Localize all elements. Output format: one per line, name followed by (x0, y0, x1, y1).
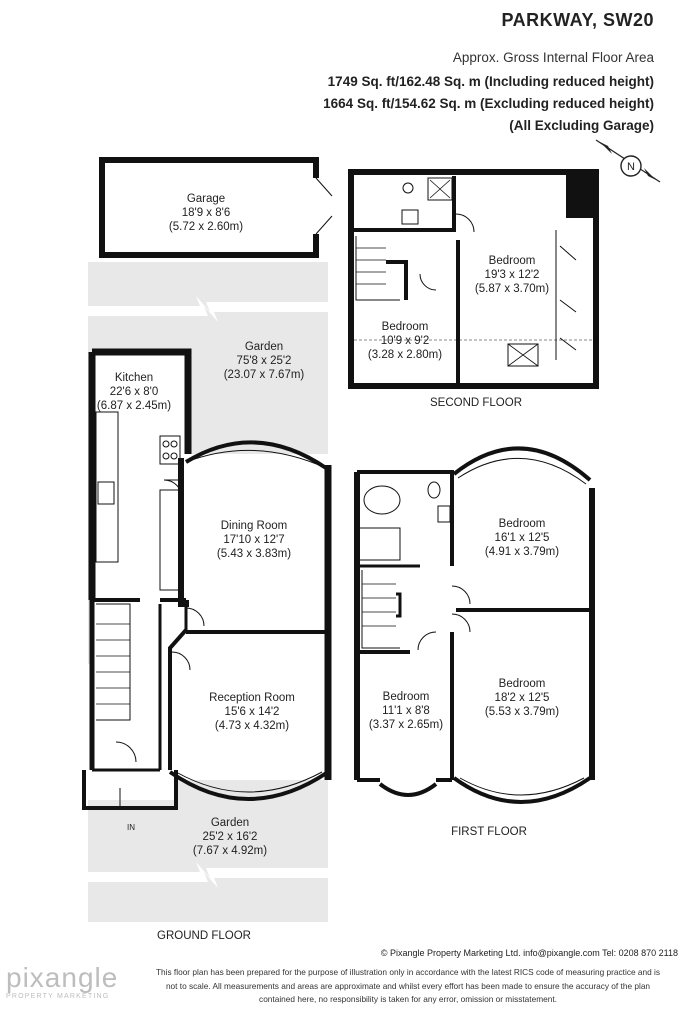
first-floor-label: FIRST FLOOR (451, 826, 527, 838)
kitchen-metric: (6.87 x 2.45m) (97, 400, 171, 412)
ff-bedroom-rear-metric: (4.91 x 3.79m) (485, 546, 559, 558)
compass: N (595, 139, 661, 183)
footer-disclaimer: This floor plan has been prepared for th… (138, 966, 678, 1007)
ff-bedroom-rear-name: Bedroom (499, 518, 546, 530)
garage (99, 157, 333, 258)
disclaimer-line-1: This floor plan has been prepared for th… (155, 967, 661, 977)
disclaimer-line-2: not to scale. All measurements and areas… (165, 980, 651, 991)
reception-metric: (4.73 x 4.32m) (215, 720, 289, 732)
compass-label: N (627, 161, 635, 173)
disclaimer-line-3: contained here, no responsibility is tak… (259, 994, 557, 1004)
dining-imperial: 17'10 x 12'7 (223, 534, 284, 546)
area-note: (All Excluding Garage) (509, 118, 654, 133)
logo-tagline: PROPERTY MARKETING (6, 993, 110, 1000)
area-excluding-reduced-height: 1664 Sq. ft/154.62 Sq. m (Excluding redu… (323, 96, 654, 111)
area-including-reduced-height: 1749 Sq. ft/162.48 Sq. m (Including redu… (327, 74, 654, 89)
garage-name: Garage (187, 193, 225, 205)
ground-floor-label: GROUND FLOOR (157, 930, 251, 942)
front-garden-imperial: 25'2 x 16'2 (203, 831, 258, 843)
ground-floor-plan (82, 348, 332, 810)
garage-imperial: 18'9 x 8'6 (182, 207, 231, 219)
ff-bedroom-small-imperial: 11'1 x 8'8 (382, 705, 430, 717)
ff-bedroom-small-name: Bedroom (383, 691, 430, 703)
pixangle-logo: pixangle PROPERTY MARKETING (6, 962, 119, 1001)
property-title: PARKWAY, SW20 (501, 10, 654, 30)
entrance-label: IN (127, 823, 135, 832)
first-floor-plan (354, 446, 595, 804)
floor-plan: N (82, 139, 661, 942)
sf-bedroom-small-name: Bedroom (382, 321, 429, 333)
garden-break-symbol (88, 296, 328, 888)
ff-bedroom-front-imperial: 18'2 x 12'5 (495, 692, 550, 704)
reception-imperial: 15'6 x 14'2 (225, 706, 280, 718)
second-floor-plan (348, 169, 599, 389)
reception-name: Reception Room (209, 692, 295, 704)
footer-copyright: © Pixangle Property Marketing Ltd. info@… (380, 948, 678, 958)
sf-bedroom-small-imperial: 10'9 x 9'2 (381, 335, 430, 347)
rear-garden-metric: (23.07 x 7.67m) (224, 369, 305, 381)
rear-garden-imperial: 75'8 x 25'2 (237, 355, 292, 367)
ff-bedroom-front-metric: (5.53 x 3.79m) (485, 706, 559, 718)
floor-area-subtitle: Approx. Gross Internal Floor Area (452, 50, 654, 65)
front-garden-name: Garden (211, 817, 249, 829)
front-garden-metric: (7.67 x 4.92m) (193, 845, 267, 857)
logo-wordmark: pixangle (6, 962, 119, 993)
rear-garden-name: Garden (245, 341, 283, 353)
ff-bedroom-rear-imperial: 16'1 x 12'5 (495, 532, 550, 544)
kitchen-imperial: 22'6 x 8'0 (110, 386, 159, 398)
sf-bedroom-small-metric: (3.28 x 2.80m) (368, 349, 442, 361)
ff-bedroom-small-metric: (3.37 x 2.65m) (369, 719, 443, 731)
kitchen-name: Kitchen (115, 372, 153, 384)
dining-metric: (5.43 x 3.83m) (217, 548, 291, 560)
garage-metric: (5.72 x 2.60m) (169, 221, 243, 233)
sf-bedroom-large-imperial: 19'3 x 12'2 (485, 269, 540, 281)
sf-bedroom-large-name: Bedroom (489, 255, 536, 267)
dining-name: Dining Room (221, 520, 287, 532)
second-floor-label: SECOND FLOOR (430, 397, 522, 409)
sf-bedroom-large-metric: (5.87 x 3.70m) (475, 283, 549, 295)
ff-bedroom-front-name: Bedroom (499, 678, 546, 690)
